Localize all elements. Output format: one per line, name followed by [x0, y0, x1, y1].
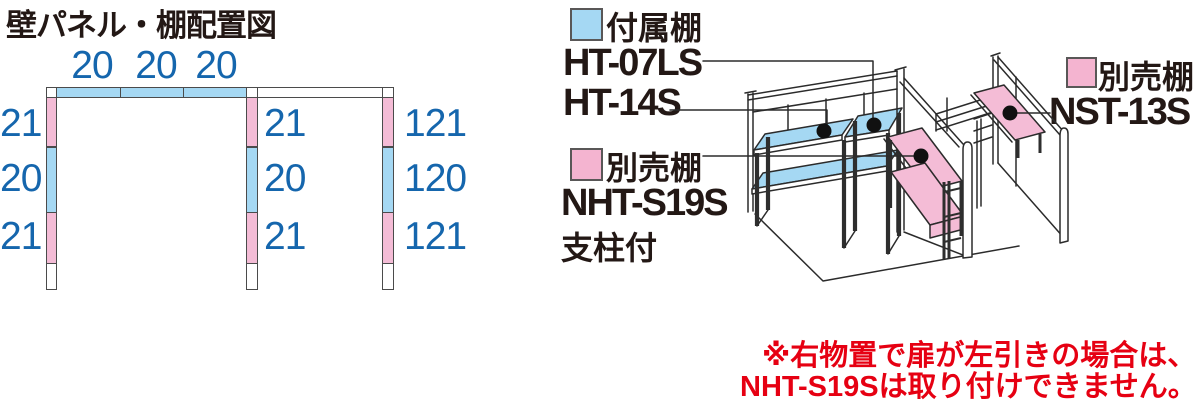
right-label-3: 121: [404, 215, 467, 258]
optional-shelf-right-model: NST-13S: [1049, 91, 1191, 133]
optional-shelf-left-label: 別売棚: [606, 150, 703, 186]
top-span-label-2: 20: [135, 44, 177, 87]
optional-shelf-right-label: 別売棚: [1098, 59, 1193, 95]
top-span-label-1: 20: [71, 44, 113, 87]
left-column-seg-blue: [46, 146, 57, 213]
left-column-seg-pink-top: [46, 96, 57, 148]
right-column-seg-pink-top: [382, 96, 394, 148]
shelf-marker-dots: [816, 105, 1018, 164]
right-shed-door-panel: [1059, 127, 1069, 244]
right-label-1: 121: [404, 102, 467, 145]
middle-column-seg-white: [246, 262, 258, 291]
optional-shelf-right-swatch: [1066, 57, 1097, 88]
inner-label-3: 21: [264, 215, 306, 258]
leader-ht07ls: [702, 60, 874, 120]
optional-shelf-left-swatch: [570, 148, 603, 181]
leader-lines: [669, 60, 1051, 157]
top-span-label-3: 20: [195, 44, 237, 87]
left-label-1: 21: [0, 102, 42, 145]
left-column-seg-white: [46, 262, 57, 291]
marker-dot-nst-13s: [1002, 105, 1018, 121]
middle-column-seg-pink-top: [246, 96, 258, 148]
optional-shelf-left-model: NHT-S19S: [561, 182, 729, 224]
right-label-2: 120: [404, 157, 467, 200]
included-shelf-swatch: [570, 8, 603, 41]
nht-support-ladder: [942, 181, 963, 259]
top-bar-divider-1: [120, 88, 122, 97]
inner-label-2: 20: [264, 157, 306, 200]
left-column-seg-pink-bottom: [46, 212, 57, 264]
top-bar-white: [257, 87, 383, 98]
left-label-3: 21: [0, 215, 42, 258]
right-column-seg-blue: [382, 146, 394, 213]
marker-dot-nht-s19s: [913, 148, 929, 164]
included-shelf-label: 付属棚: [606, 10, 703, 46]
isometric-shed-drawing: [669, 52, 1069, 282]
right-column-seg-pink-bottom: [382, 212, 394, 264]
caution-note-line-1: ※右物置で扉が左引きの場合は、: [762, 340, 1193, 372]
floor-outline: [754, 213, 1020, 282]
right-column-seg-white: [382, 262, 394, 291]
leader-ht14s: [669, 109, 828, 127]
included-shelf-model-1: HT-07LS: [563, 42, 703, 84]
left-label-2: 20: [0, 157, 42, 200]
optional-shelf-left-suffix: 支柱付: [561, 230, 658, 266]
page-title: 壁パネル・棚配置図: [6, 0, 277, 45]
left-shed-door-post: [962, 141, 973, 259]
caution-note-line-2: NHT-S19Sは取り付けできません。: [740, 371, 1193, 403]
middle-column-seg-blue: [246, 146, 258, 213]
top-bar-divider-2: [183, 88, 185, 97]
marker-dot-ht07ls: [866, 117, 882, 133]
middle-column-seg-pink-bottom: [246, 212, 258, 264]
included-shelf-model-2: HT-14S: [563, 82, 682, 124]
page-title-blue: 壁パネル: [6, 8, 127, 43]
right-shed: [970, 52, 1069, 244]
page-title-black: ・棚配置図: [126, 8, 277, 43]
top-bar-blue: [56, 87, 247, 98]
marker-dot-ht14s: [816, 123, 832, 139]
inner-label-1: 21: [264, 102, 306, 145]
